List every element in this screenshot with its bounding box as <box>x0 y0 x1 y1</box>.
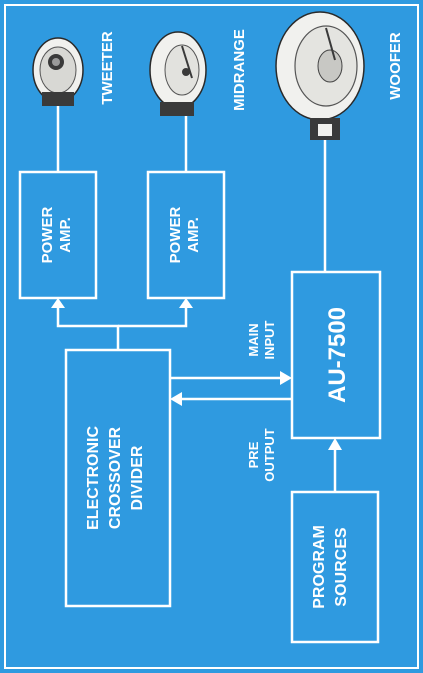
amplifier-box <box>290 270 382 440</box>
power-amp-tweeter-line2: AMP. <box>57 217 74 253</box>
power-amp-tweeter-line1: POWER <box>39 207 56 264</box>
program-sources-line2: SOURCES <box>333 527 350 606</box>
crossover-output-wires <box>51 298 193 350</box>
outer-border <box>4 4 419 669</box>
pre-output-arrow <box>170 392 292 406</box>
midrange-label: MIDRANGE <box>231 29 248 111</box>
crossover-line2: CROSSOVER <box>107 426 124 529</box>
woofer-label: WOOFER <box>387 32 404 100</box>
midrange-speaker-icon <box>149 31 207 116</box>
crossover-line1: ELECTRONIC <box>85 426 102 530</box>
tweeter-icon <box>32 37 84 106</box>
woofer-icon <box>275 11 365 140</box>
pre-output-line2: OUTPUT <box>262 428 277 482</box>
power-amp-midrange-line2: AMP. <box>185 217 202 253</box>
crossover-line3: DIVIDER <box>129 445 146 510</box>
main-input-line1: MAIN <box>246 323 261 356</box>
main-input-arrow <box>170 371 292 385</box>
power-amp-midrange-line1: POWER <box>167 207 184 264</box>
main-input-line2: INPUT <box>262 320 277 359</box>
amplifier-label: AU-7500 <box>324 307 351 403</box>
source-to-amp-arrow <box>328 438 342 492</box>
tweeter-label: TWEETER <box>99 31 116 104</box>
pre-output-line1: PRE <box>246 441 261 468</box>
program-sources-line1: PROGRAM <box>311 525 328 609</box>
